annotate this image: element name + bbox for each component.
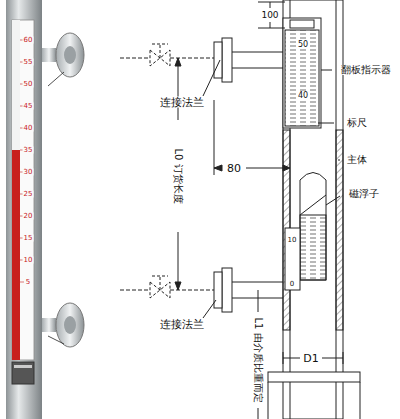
dimension: L1 由介质比重而定 <box>253 316 263 403</box>
scale-number: 45 <box>23 103 34 110</box>
scale-number: 10 <box>287 237 298 244</box>
dimension: 80 <box>226 163 242 174</box>
scale-number: 60 <box>23 37 34 44</box>
scale-number: 50 <box>297 41 309 49</box>
part-name: 连接法兰 <box>159 319 205 330</box>
scale-number: 10 <box>23 257 34 264</box>
dimension: 100 <box>260 11 279 20</box>
scale-number: 50 <box>23 81 34 88</box>
dimension: L0 订货长度 <box>173 147 183 204</box>
dimension: D1 <box>302 353 319 364</box>
scale-number: 30 <box>23 169 34 176</box>
scale-number: 55 <box>23 59 34 66</box>
scale-number: 0 <box>289 281 295 288</box>
part-name: 标尺 <box>346 118 368 128</box>
scale-number: 35 <box>23 147 34 154</box>
part-name: 翻板指示器 <box>340 65 392 75</box>
part-name: 连接法兰 <box>159 97 205 108</box>
scale-number: 20 <box>23 213 34 220</box>
scale-number: 15 <box>23 235 34 242</box>
part-name: 磁浮子 <box>348 189 380 199</box>
part-name: 主体 <box>346 155 368 165</box>
scale-number: 5 <box>25 279 31 286</box>
scale-number: 25 <box>23 191 34 198</box>
scale-number: 40 <box>23 125 34 132</box>
scale-number: 40 <box>297 92 309 100</box>
